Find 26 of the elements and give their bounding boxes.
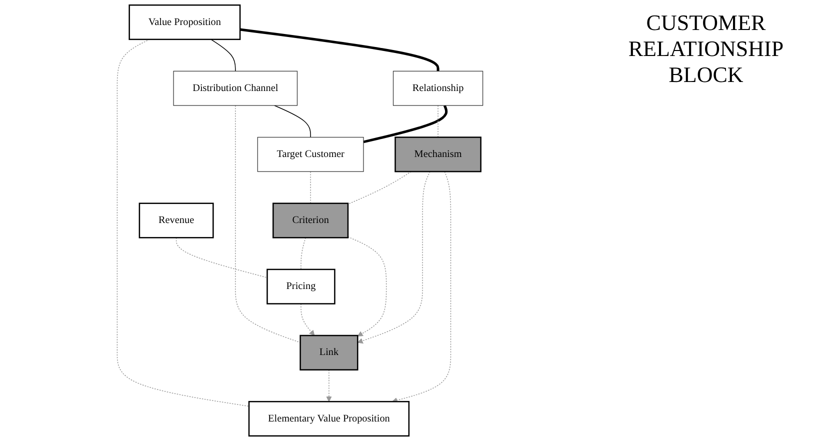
node-box: Value Proposition	[128, 4, 241, 40]
connector	[210, 39, 236, 72]
connector	[310, 171, 311, 204]
node-box: Target Customer	[257, 136, 364, 172]
arrow	[357, 171, 430, 344]
connector	[300, 237, 306, 270]
connector	[235, 105, 301, 343]
node-box: Relationship	[392, 70, 484, 106]
diagram-title: CUSTOMER RELATIONSHIP BLOCK	[627, 10, 785, 88]
node-box: Link	[300, 334, 358, 370]
connector	[240, 28, 440, 72]
node-box: Criterion	[272, 202, 349, 238]
connector	[116, 39, 250, 407]
node-box: Revenue	[138, 202, 214, 238]
connector	[348, 171, 412, 205]
connector	[363, 105, 448, 144]
node-box: Elementary Value Proposition	[248, 400, 410, 437]
node-box: Pricing	[266, 268, 336, 304]
arrow	[392, 171, 452, 403]
arrow	[326, 369, 332, 402]
connector	[274, 105, 311, 138]
node-box: Distribution Channel	[173, 70, 298, 106]
node-box: Mechanism	[394, 136, 482, 172]
arrow	[300, 303, 315, 336]
arrow	[348, 236, 387, 336]
connector	[176, 237, 268, 278]
